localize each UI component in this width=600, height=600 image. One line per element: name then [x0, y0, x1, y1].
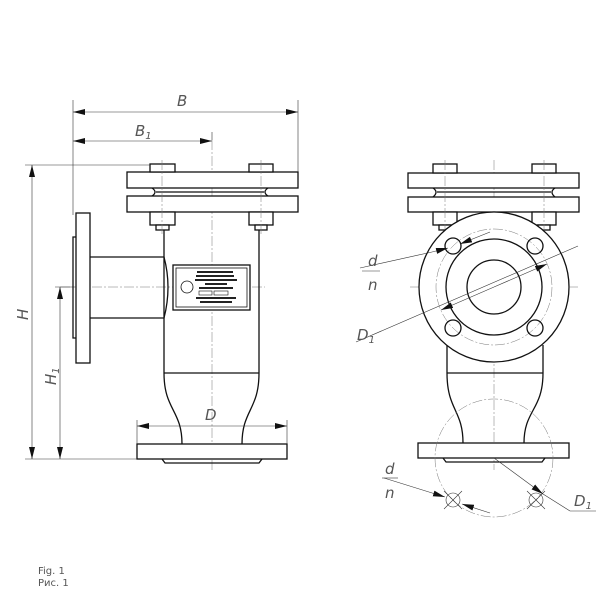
label-b: B	[177, 92, 187, 110]
side-view: B B1 H H1 D	[14, 92, 299, 470]
label-bottom-hole-d: d	[385, 460, 395, 478]
cover-flange	[126, 171, 299, 189]
bottom-flange	[417, 442, 570, 459]
cover-flange	[407, 172, 580, 189]
figure-caption-ru: Рис. 1	[38, 578, 69, 589]
label-d: D	[205, 406, 217, 424]
body-neck	[163, 372, 260, 445]
gasket	[151, 187, 269, 197]
body-flange	[407, 196, 580, 213]
bottom-raised-face	[161, 458, 263, 464]
label-bolt-circle: D1	[357, 326, 375, 346]
front-view: d n D1 d n D1	[355, 160, 596, 518]
label-h1: H1	[42, 367, 62, 385]
bolts	[149, 160, 274, 234]
label-hole-d: d	[368, 252, 378, 270]
body	[163, 230, 260, 374]
label-hole-n: n	[368, 276, 378, 294]
raised-face	[445, 238, 543, 336]
figure-caption-en: Fig. 1	[38, 566, 65, 577]
bolt-circle	[435, 228, 553, 346]
bottom-flange-holes	[434, 398, 554, 518]
bore	[466, 259, 522, 315]
bottom-flange	[136, 443, 288, 460]
bolts	[432, 160, 557, 240]
label-bottom-bolt-circle: D1	[574, 492, 592, 512]
inlet-pipe	[90, 256, 169, 319]
body-flange	[126, 195, 299, 213]
label-b1: B1	[135, 122, 152, 142]
inlet-raised-face	[72, 236, 76, 339]
bolt-holes	[444, 237, 544, 337]
inlet-flange	[75, 212, 91, 364]
label-bottom-hole-n: n	[385, 484, 395, 502]
label-h: H	[14, 309, 32, 320]
nameplate	[172, 264, 251, 311]
body-neck	[446, 372, 544, 444]
body	[446, 345, 544, 374]
